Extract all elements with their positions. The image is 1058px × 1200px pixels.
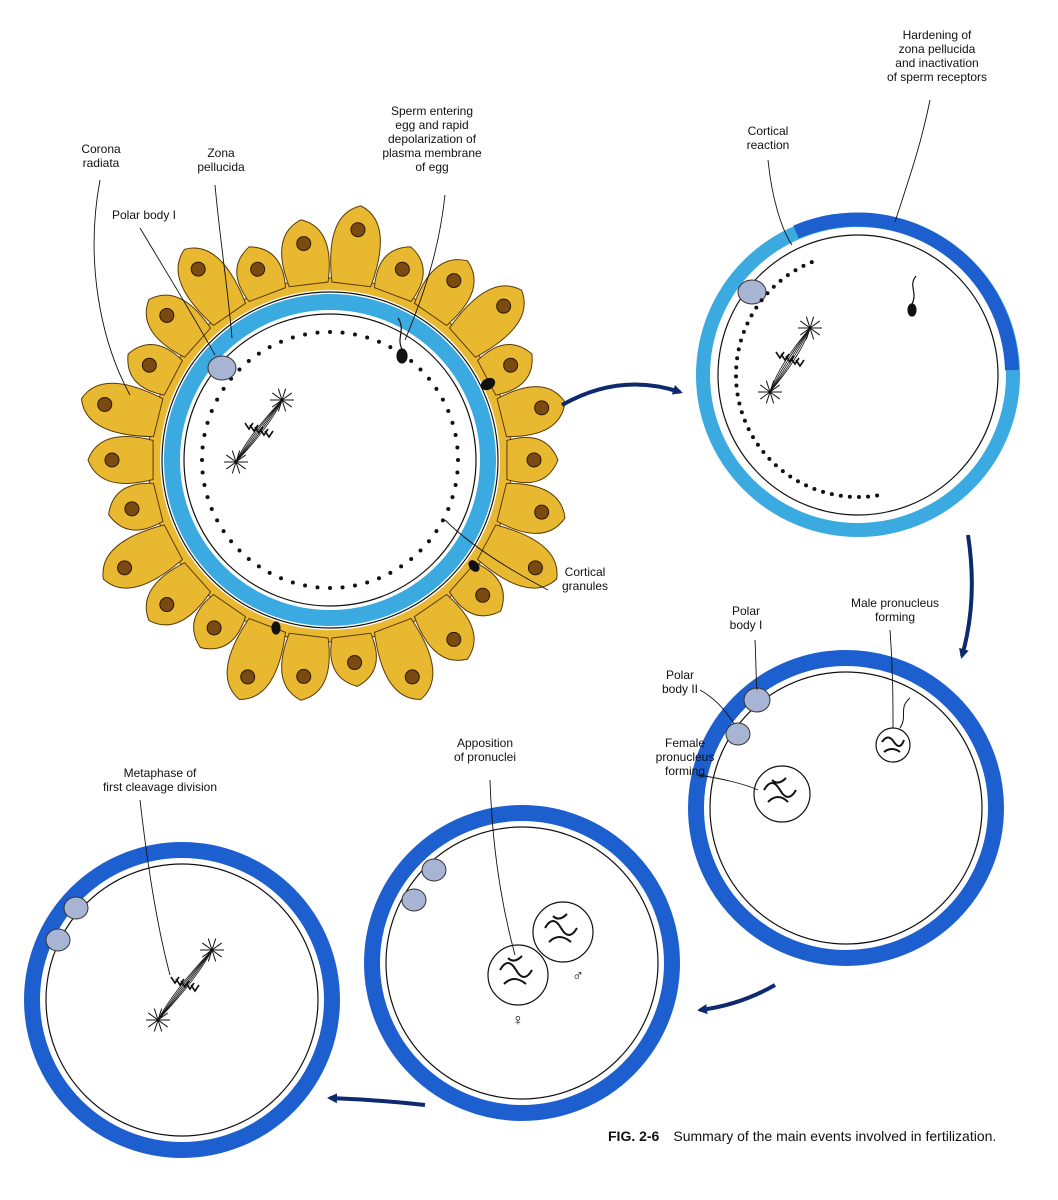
corona-cell-nucleus [534,400,550,416]
label-cortical-granules: Cortical granules [561,565,609,593]
corona-cell [496,482,566,534]
corona-cell [80,382,164,438]
corona-cell-nucleus [475,587,491,603]
label-zona-pellucida: Zona pellucida [197,146,245,174]
label-metaphase: Metaphase of first cleavage division [102,766,218,794]
meiotic-spindle-stage1 [224,388,294,474]
arrow-stage3-to-4 [697,983,776,1015]
figure-number: FIG. 2-6 [608,1128,660,1144]
corona-cell-nucleus [296,668,312,684]
stage-2-cortical-reaction [696,212,1020,537]
label-apposition: Apposition of pronuclei [453,736,517,764]
arrow-stage4-to-5 [327,1093,426,1107]
stage-3-pronuclei-forming [688,650,1004,966]
mitotic-spindle-stage5 [146,938,224,1032]
corona-cell-nucleus [159,307,175,323]
label-sperm-entering: Sperm entering egg and rapid depolarizat… [382,104,482,174]
transition-arrows [327,382,974,1107]
corona-cell-nucleus [124,501,140,517]
corona-cell [496,386,566,438]
corona-cell [448,562,504,617]
arrow-stage2-to-3 [959,534,974,659]
corona-cell-nucleus [347,655,363,671]
corona-cell-nucleus [526,452,542,468]
label-polar-body-1: Polar body I [111,208,177,222]
corona-cell-nucleus [496,298,512,314]
label-polar-body-1-stage3: Polar body I [729,604,763,632]
cortical-granules-dots-stage2 [734,260,880,499]
stage-4-apposition [364,805,680,1121]
sperm-stage2 [907,275,917,317]
corona-cell-nucleus [404,669,420,685]
leader-lines [93,99,931,976]
corona-cell-nucleus [190,261,206,277]
corona-cell-nucleus [527,560,543,576]
corona-cell-nucleus [296,236,312,252]
arrow-stage1-to-2 [561,382,683,407]
corona-cell-nucleus [446,273,462,289]
corona-cell-nucleus [350,222,366,238]
corona-cell-nucleus [394,261,410,277]
corona-cell-nucleus [446,631,462,647]
polar-body-2-stage3 [725,722,751,746]
label-hardening: Hardening of zona pellucida and inactiva… [886,28,988,84]
label-male-pronucleus: Male pronucleus forming [850,596,940,624]
sperm-stage1 [271,317,496,635]
female-symbol: ♀ [512,1012,524,1029]
label-corona-radiata: Corona radiata [81,142,121,170]
corona-cell-nucleus [104,452,120,468]
male-symbol: ♂ [572,968,584,985]
caption-text: Summary of the main events involved in f… [673,1128,997,1144]
corona-cell-nucleus [97,396,113,412]
corona-cell-nucleus [240,669,256,685]
corona-cell [87,436,154,484]
corona-cell-nucleus [141,357,157,373]
female-pronucleus-stage4 [487,944,549,1006]
corona-cell-nucleus [503,357,519,373]
male-pronucleus-stage3 [875,697,911,763]
egg-membrane-stage1 [183,313,477,607]
female-pronucleus-stage3 [753,765,811,823]
zona-pellucida-stage1 [164,294,496,626]
figure-caption: FIG. 2-6 Summary of the main events invol… [608,1126,1048,1146]
corona-cell [281,219,330,288]
corona-cell-nucleus [206,620,222,636]
stage-1-egg-with-corona [80,205,566,701]
meiotic-spindle-stage2 [758,316,822,404]
polar-body-1-stage1 [207,355,237,381]
male-pronucleus-stage4 [532,901,594,963]
corona-cell-nucleus [159,597,175,613]
corona-cell [193,593,247,650]
corona-cell [281,632,330,701]
stage-5-metaphase [24,842,340,1158]
corona-cell-nucleus [534,504,550,520]
corona-cell [330,205,381,288]
corona-cell-nucleus [117,560,133,576]
label-polar-body-2: Polar body II [661,668,699,696]
label-female-pronucleus: Female pronucleus forming [655,736,715,778]
corona-cell-nucleus [250,261,266,277]
label-cortical-reaction: Cortical reaction [746,124,790,152]
polar-body-1-stage3 [743,687,771,713]
